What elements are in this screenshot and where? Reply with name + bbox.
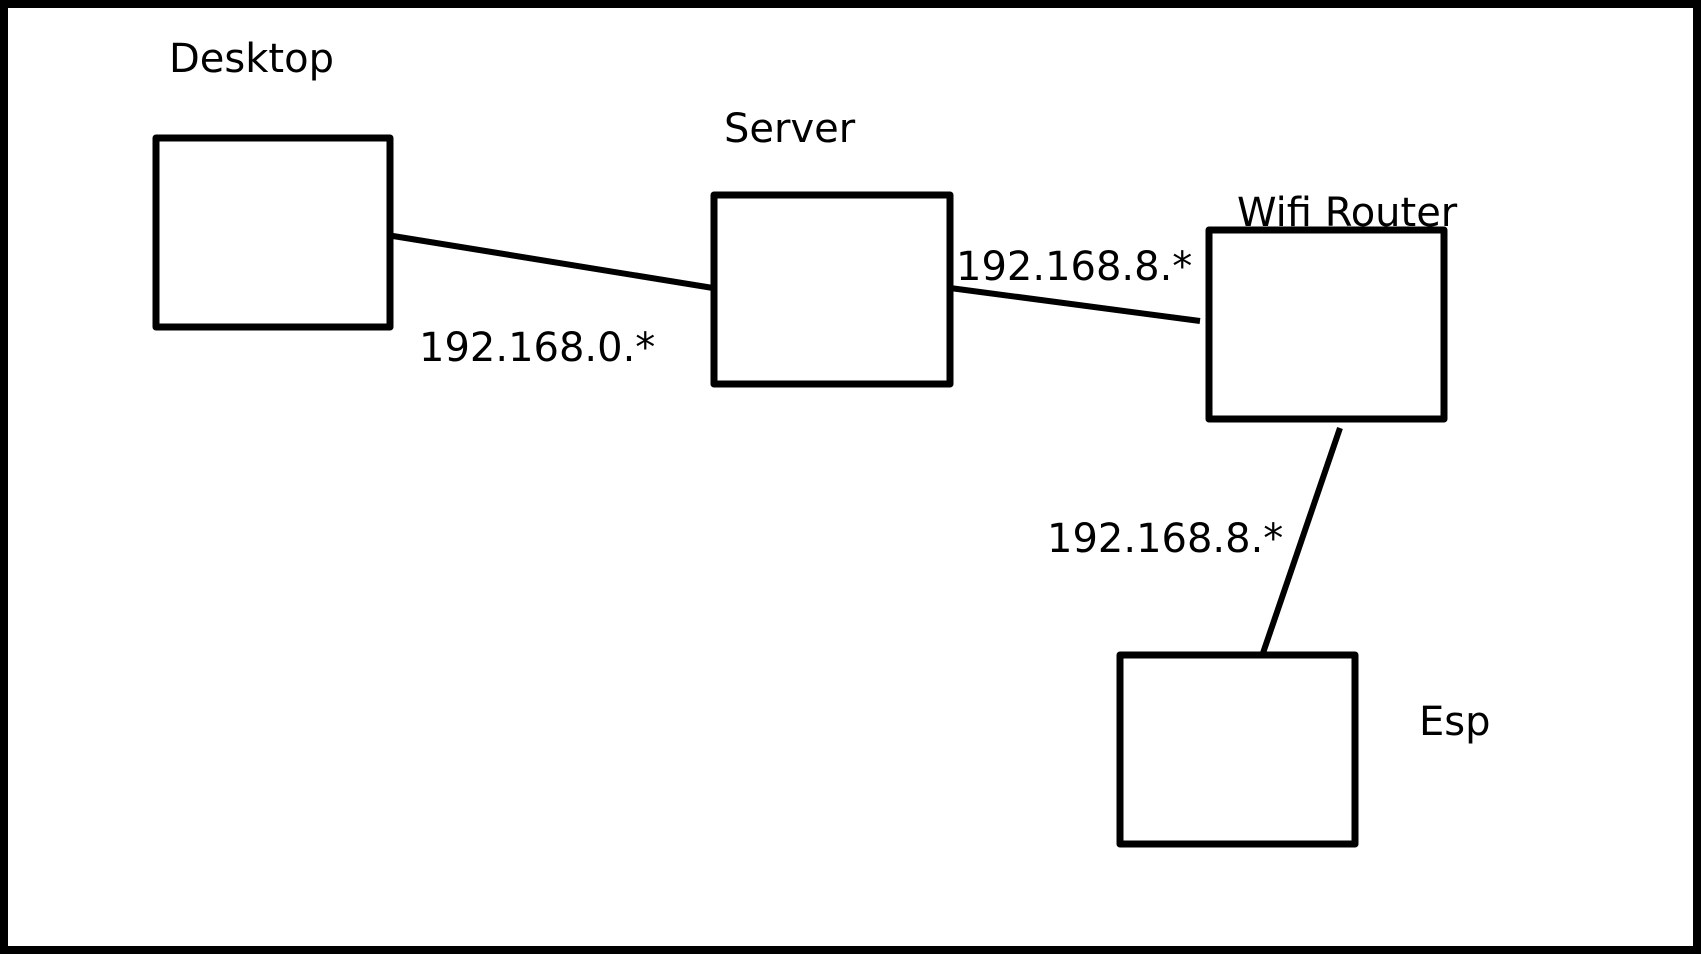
- edge-label-server-wifi-router: 192.168.8.*: [956, 244, 1192, 290]
- edge-desktop-server: [392, 233, 714, 291]
- wifi-router-node: [1205, 226, 1448, 423]
- server-node: [710, 191, 954, 388]
- server-label: Server: [724, 106, 856, 152]
- esp-node: [1116, 651, 1359, 848]
- edge-server-wifi-router: [949, 285, 1201, 324]
- desktop-label: Desktop: [169, 36, 334, 82]
- edge-label-wifi-router-esp: 192.168.8.*: [1047, 516, 1283, 562]
- desktop-node: [152, 134, 394, 331]
- edge-wifi-router-esp: [1260, 427, 1343, 654]
- edge-label-desktop-server: 192.168.0.*: [419, 325, 655, 371]
- esp-label: Esp: [1419, 699, 1491, 745]
- wifi-router-label: Wifi Router: [1237, 190, 1458, 236]
